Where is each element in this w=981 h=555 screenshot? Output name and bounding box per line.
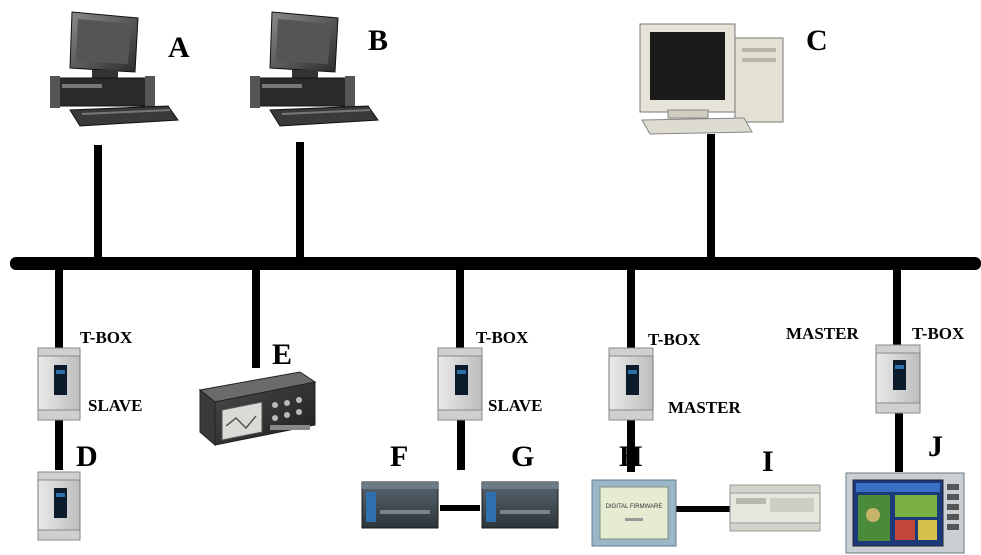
label-f: F [390,440,408,473]
link-j [895,412,903,472]
link-fg-horizontal [440,505,480,511]
label-d: D [76,440,98,473]
t-box-module-1 [37,347,81,421]
tag-slave-2: SLAVE [488,396,543,415]
tag-tbox-4: T-BOX [912,324,965,343]
tag-tbox-1: T-BOX [80,328,133,347]
network-bus [10,257,981,270]
t-box-module-4 [875,344,921,414]
drop-line-c [707,134,715,260]
drop-line-fg [456,268,464,350]
t-box-module-2 [437,347,483,421]
label-h: H [619,440,642,473]
tag-master-4: MASTER [786,324,859,343]
label-g: G [511,440,534,473]
tag-tbox-2: T-BOX [476,328,529,347]
link-hi-horizontal [676,506,731,512]
device-d-module-icon [37,471,81,541]
tag-tbox-3: T-BOX [648,330,701,349]
touch-panel-j-icon [845,472,965,554]
oscilloscope-e-icon [198,371,317,447]
label-b: B [368,24,388,57]
hmi-screen-text: DIGITAL FIRMWARE [606,504,663,510]
label-j: J [928,430,943,463]
tag-slave-1: SLAVE [88,396,143,415]
label-i: I [762,445,774,478]
link-fg-vertical [457,420,465,470]
label-c: C [806,24,828,57]
plc-i-icon [729,484,821,532]
link-hi-vertical [627,420,635,472]
workstation-a-icon [50,11,179,127]
workstation-b-icon [250,11,379,127]
t-box-module-3 [608,347,654,421]
desktop-computer-c-icon [639,23,784,135]
label-a: A [168,31,190,64]
drop-line-a [94,145,102,260]
drop-line-hi [627,268,635,350]
plc-g-icon [481,481,559,529]
drop-line-b [296,142,304,260]
link-d [55,420,63,470]
tag-master-3: MASTER [668,398,741,417]
hmi-panel-h-icon: DIGITAL FIRMWARE [591,479,677,547]
drop-line-e [252,268,260,368]
label-e: E [272,338,292,371]
plc-f-icon [361,481,439,529]
drop-line-d [55,268,63,348]
drop-line-j [893,268,901,348]
